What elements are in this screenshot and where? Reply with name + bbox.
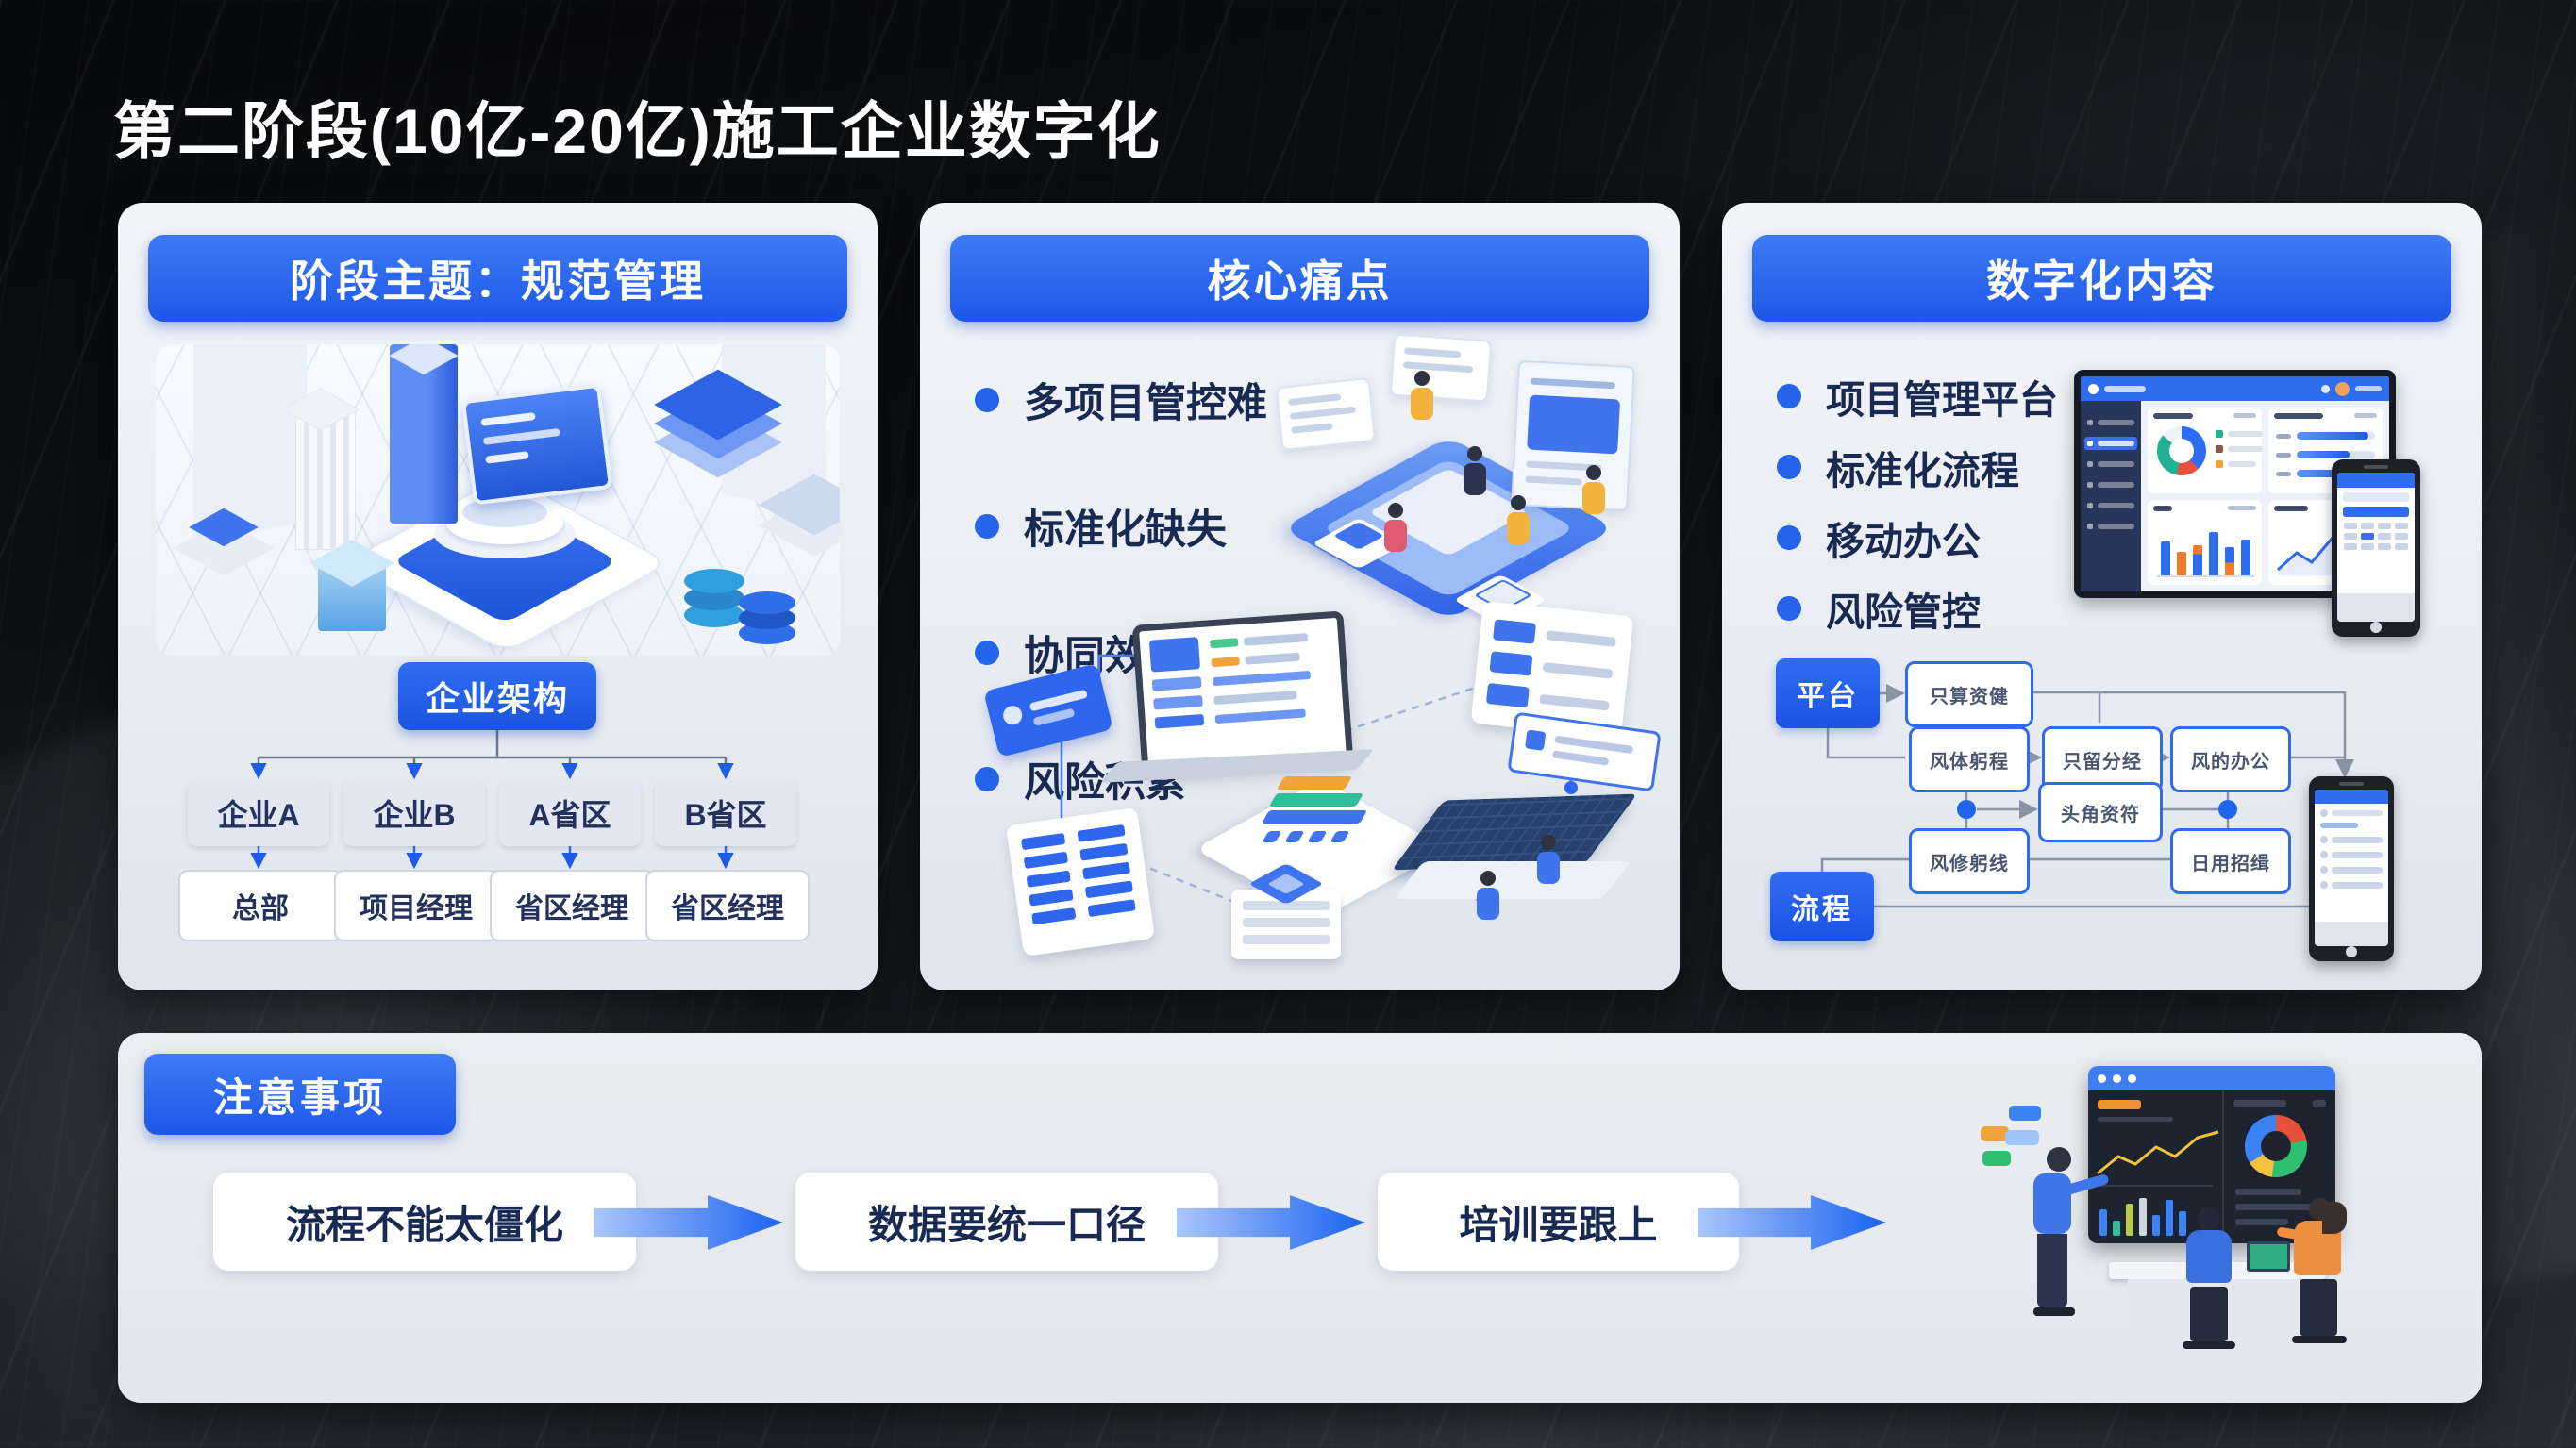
- page-title: 第二阶段(10亿-20亿)施工企业数字化: [113, 96, 1162, 167]
- person-figure: [1537, 835, 1560, 884]
- color-chip: [2009, 1106, 2041, 1121]
- color-chip: [1981, 1126, 2009, 1141]
- stage-theme-header: 阶段主题：规范管理: [148, 235, 847, 322]
- note-step-2: 数据要统一口径: [795, 1173, 1218, 1271]
- org-node-region-b: B省区: [655, 780, 796, 846]
- info-board: [1275, 376, 1377, 452]
- presenter-figure: [2033, 1147, 2110, 1316]
- flow-node-process: 流程: [1770, 872, 1874, 941]
- flow-node: 只算资健: [1905, 661, 2033, 727]
- digital-content-card: 数字化内容 项目管理平台 标准化流程 移动办公 风险管控: [1722, 203, 2482, 990]
- flowchart-connectors: [1820, 684, 2354, 908]
- meeting-platform-illustration: [1275, 333, 1647, 627]
- stacked-bar: [1276, 776, 1353, 790]
- org-node-region-manager-a: 省区经理: [490, 870, 654, 941]
- bar-chart: [2157, 521, 2254, 577]
- avatar: [2335, 381, 2350, 396]
- note-step-3: 培训要跟上: [1378, 1173, 1739, 1271]
- bullet-dot-icon: [1777, 384, 1801, 408]
- bullet-dot-icon: [1777, 455, 1801, 479]
- org-node-project-manager: 项目经理: [334, 870, 498, 941]
- person-figure: [1582, 465, 1605, 514]
- dashboard-sidebar: [2081, 401, 2141, 591]
- flow-node: 风的办公: [2170, 726, 2291, 792]
- info-board: [1511, 359, 1635, 512]
- flow-node-platform: 平台: [1776, 658, 1880, 728]
- flow-node: 风体躬程: [1909, 726, 2030, 792]
- task-list-phone: [2309, 776, 2394, 961]
- bullet-dot-icon: [975, 388, 999, 412]
- org-node-company-b: 企业B: [343, 780, 485, 846]
- note-step-1: 流程不能太僵化: [213, 1173, 636, 1271]
- org-node-root: 企业架构: [398, 662, 596, 730]
- bar-chart-card: [2148, 499, 2262, 585]
- list-item: 项目管理平台: [1777, 365, 2058, 427]
- calendar-phone-screen: [2337, 473, 2415, 622]
- seated-figure: [2183, 1207, 2235, 1349]
- pain-points-card: 核心痛点 多项目管控难 标准化缺失 协同效率低 风险积累: [920, 203, 1680, 990]
- team-dashboard-illustration: [1967, 1057, 2383, 1382]
- notes-header: 注意事项: [144, 1054, 456, 1135]
- bullet-dot-icon: [975, 641, 999, 665]
- org-chart-connectors: [250, 730, 734, 870]
- task-list-phone-screen: [2315, 790, 2388, 946]
- list-item: 移动办公: [1777, 507, 2058, 569]
- list-item: 多项目管控难: [975, 368, 1267, 432]
- donut-chart-card: [2148, 408, 2262, 493]
- bullet-dot-icon: [975, 514, 999, 539]
- person-figure: [1464, 446, 1486, 495]
- stacked-bar: [1268, 793, 1364, 807]
- digital-content-list: 项目管理平台 标准化流程 移动办公 风险管控: [1777, 365, 2058, 640]
- bullet-dot-icon: [1777, 596, 1801, 621]
- keyboard-base: [1394, 861, 1631, 899]
- pain-points-header: 核心痛点: [950, 235, 1649, 322]
- devices-network-illustration: [948, 600, 1662, 967]
- org-node-region-a: A省区: [499, 780, 641, 846]
- person-figure: [1477, 871, 1499, 920]
- info-board: [1389, 333, 1493, 403]
- flow-node: 风修躬线: [1909, 828, 2030, 894]
- database-stack: [739, 591, 795, 614]
- document-panel: [1005, 807, 1156, 957]
- person-figure: [1384, 503, 1407, 552]
- calendar-phone: [2332, 459, 2420, 637]
- dashboard-topbar: [2081, 376, 2389, 401]
- color-chip: [1982, 1151, 2011, 1166]
- bell-icon: [2321, 384, 2330, 393]
- dashboard-monitor: [2074, 370, 2396, 598]
- org-node-company-a: 企业A: [188, 780, 329, 846]
- bullet-dot-icon: [975, 767, 999, 791]
- org-node-hq: 总部: [178, 870, 343, 941]
- person-figure: [1411, 371, 1433, 420]
- color-chip: [2005, 1130, 2039, 1145]
- flow-node: 头角资符: [2038, 782, 2163, 842]
- laptop: [2247, 1241, 2290, 1272]
- stage-theme-card: 阶段主题：规范管理: [118, 203, 878, 990]
- bullet-dot-icon: [1777, 525, 1801, 550]
- seated-woman-figure: [2276, 1198, 2347, 1343]
- list-item: 标准化流程: [1777, 436, 2058, 498]
- donut-chart: [2157, 426, 2206, 475]
- isometric-city-illustration: [156, 344, 840, 656]
- stacked-bar: [1261, 810, 1368, 824]
- list-item: 风险管控: [1777, 577, 2058, 640]
- org-node-region-manager-b: 省区经理: [645, 870, 810, 941]
- notes-card: 注意事项 流程不能太僵化 数据要统一口径 培训要跟上: [118, 1033, 2482, 1403]
- digital-content-header: 数字化内容: [1752, 235, 2451, 322]
- person-figure: [1507, 495, 1530, 544]
- white-tower: [295, 407, 356, 550]
- database-stack: [684, 569, 744, 593]
- list-item: 标准化缺失: [975, 494, 1267, 558]
- flow-node: 日用招缉: [2170, 828, 2291, 894]
